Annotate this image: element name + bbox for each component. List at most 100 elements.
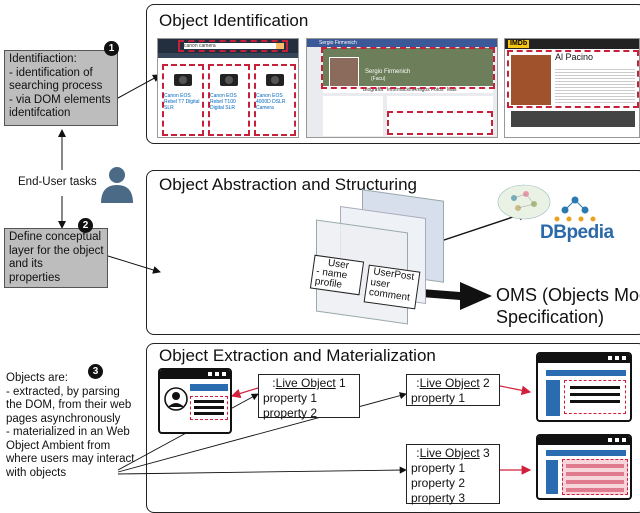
social-header [307,39,497,47]
extracted-object-highlight [190,396,228,420]
step3-box: Objects are: - extracted, by parsing the… [6,372,135,480]
live-object-property: property 3 [411,491,466,505]
profile-tabs [323,86,493,93]
extracted-object-highlight [564,380,626,414]
step2-line: and its [9,258,43,270]
user-avatar-icon [164,387,188,411]
step2-line: layer for the object [9,244,104,257]
search-highlight [178,40,288,52]
step2-line: Define conceptual [9,231,102,243]
web-object-window-icon [536,352,632,422]
product-highlight [162,64,204,136]
profile-photo [329,57,359,91]
step3-line: Objects are: [6,372,68,384]
dbpedia-logo-icon [554,196,596,222]
live-object-property: property 1 [263,391,318,405]
live-object-number: 3 [483,446,490,460]
step3-line: with objects [6,466,67,479]
social-screenshot: Sergio Firmenich Sergio Firmenich (Facu)… [306,38,498,138]
step1-line: identifcation [9,107,71,119]
social-brand: Sergio Firmenich [319,40,357,46]
window-content-bar [546,450,626,456]
tab-label: Amigos [413,87,430,93]
live-object-property: property 1 [411,391,466,405]
identification-panel-title: Object Identification [159,11,309,30]
window-sidebar [546,460,558,494]
step1-line: - via DOM elements [9,93,111,106]
post-highlight [387,111,493,135]
oms-arrow [408,282,492,310]
movie-db-screenshot: IMDb Al Pacino [504,38,640,138]
step1-line: Identifiaction: [9,53,77,65]
imdb-logo: IMDb [508,40,530,48]
oms-line: OMS (Objects Model [496,285,640,305]
actor-name: Al Pacino [555,52,594,62]
linked-data-cloud-icon [497,184,551,220]
step3-line: where users may interact [6,453,135,465]
end-user-label: End-User tasks [18,176,97,188]
camera-icon [220,74,238,86]
abstraction-panel-title: Object Abstraction and Structuring [159,175,417,194]
step3-badge: 3 [88,364,103,379]
live-object-3: :Live Object 3 property 1 property 2 pro… [406,444,500,505]
live-object-name: Live Object [419,376,480,390]
step3-line: - extracted, by parsing [6,385,120,398]
tab-label: Fotos [431,87,444,93]
movie-db-header [505,39,639,49]
live-object-1: :Live Object 1 property 1 property 2 [258,374,360,420]
step3-line: Object Ambient from [6,439,111,452]
product-highlight [254,64,296,136]
step3-line: - materialized in an Web [6,426,130,438]
live-object-property: property 2 [411,476,466,490]
post-card [323,96,383,136]
person-icon [101,167,133,203]
extraction-panel-title: Object Extraction and Materialization [159,346,436,365]
live-object-number: 2 [483,376,490,390]
profile-name: Sergio Firmenich [365,69,411,75]
product-title: Canon EOS 4000D DSLR Camera [256,93,286,111]
userpost-card: UserPost user comment [363,264,421,310]
live-object-prefix: : [416,376,420,390]
live-object-property: property 2 [263,406,318,420]
live-object-prefix: : [272,376,276,390]
bio-text [555,67,635,105]
oms-line: Specification) [496,307,605,327]
profile-highlight [321,47,495,89]
step2-box: Define conceptual layer for the object a… [4,228,108,288]
post-card [387,96,493,136]
live-object-name: Live Object [419,446,480,460]
window-sidebar [546,380,560,416]
window-content-bar [546,370,626,376]
step1-box: Identifiaction: - identification of sear… [4,50,118,126]
product-title: Canon EOS Rebel T100 Digital SLR [210,93,237,111]
user-card: User - name profile [309,254,365,296]
window-content-bar [190,384,228,391]
web-object-window-icon [536,434,632,500]
step1-line: searching process [9,80,103,92]
step3-line: pages asynchronously [6,412,121,425]
live-object-2: :Live Object 2 property 1 [406,374,500,406]
step1-line: - identification of [9,66,93,79]
tab-label: Biografía [363,87,384,93]
live-object-prefix: : [416,446,420,460]
tab-label: Información [387,87,414,93]
product-title: Canon EOS Rebel T7 Digital SLR [164,93,200,111]
camera-icon [174,74,192,86]
dbpedia-label: DBpedia [540,222,614,243]
photo-strip [511,111,635,127]
live-object-property: property 1 [411,461,466,475]
camera-icon [266,74,284,86]
shopping-screenshot: canon camera Canon EOS Rebel T7 Digital … [157,38,299,138]
profile-subtitle: (Facu) [371,76,386,82]
step2-line: properties [9,271,61,284]
shopping-nav [158,53,298,58]
oms-label: OMS (Objects Model Specification) [496,284,640,328]
product-highlight [208,64,250,136]
search-icon [276,43,284,49]
web-object-window-icon [158,368,232,434]
live-object-number: 1 [339,376,346,390]
live-object-name: Live Object [275,376,336,390]
step2-badge: 2 [78,218,93,233]
actor-photo [511,55,551,105]
shopping-search-text: canon camera [184,43,276,49]
